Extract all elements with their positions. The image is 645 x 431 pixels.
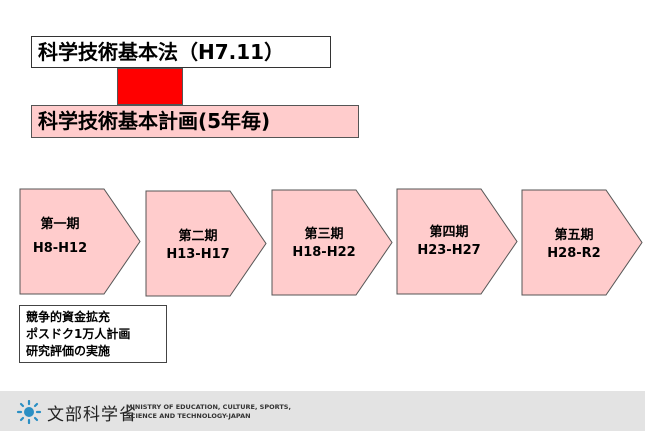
mext-logo-icon — [16, 400, 42, 424]
org-name-en-line2: SCIENCE AND TECHNOLOGY-JAPAN — [126, 412, 251, 420]
phase-name: 第一期 — [40, 216, 79, 232]
org-name-en: MINISTRY OF EDUCATION, CULTURE, SPORTS, … — [126, 403, 291, 421]
red-connector-block — [117, 68, 183, 105]
phase-name: 第四期 — [429, 224, 468, 240]
phase-arrow — [521, 189, 643, 296]
plan-title-box: 科学技術基本計画(5年毎) — [31, 105, 359, 138]
phase-years: H28-R2 — [547, 246, 600, 261]
law-title: 科学技術基本法（H7.11） — [38, 40, 285, 64]
footer-bar: 文部科学省 MINISTRY OF EDUCATION, CULTURE, SP… — [0, 391, 645, 431]
note-item: ポスドク1万人計画 — [26, 327, 131, 341]
plan-title: 科学技術基本計画(5年毎) — [38, 109, 271, 133]
phase-name: 第二期 — [178, 228, 217, 244]
org-name-jp: 文部科学省 — [47, 405, 137, 425]
note-item: 競争的資金拡充 — [26, 310, 111, 324]
phase-name: 第三期 — [304, 226, 343, 242]
phase-name: 第五期 — [554, 227, 593, 243]
phase-years: H18-H22 — [292, 245, 355, 260]
law-title-box: 科学技術基本法（H7.11） — [31, 36, 331, 68]
phase-arrow — [271, 189, 393, 296]
note-item: 研究評価の実施 — [26, 344, 111, 358]
notes-box: 競争的資金拡充 ポスドク1万人計画 研究評価の実施 — [19, 305, 167, 363]
phase-arrows: 第一期 H8-H12 第二期 H13-H17 第三期 H18-H22 第四期 H23-H27 第… — [19, 188, 643, 297]
phase-arrow — [396, 188, 518, 295]
phase-years: H13-H17 — [166, 247, 229, 262]
phase-arrow — [19, 188, 141, 295]
phase-years: H8-H12 — [33, 241, 87, 256]
phase-years: H23-H27 — [417, 243, 480, 258]
phase-arrow — [145, 190, 267, 297]
org-name-en-line1: MINISTRY OF EDUCATION, CULTURE, SPORTS, — [126, 403, 291, 411]
